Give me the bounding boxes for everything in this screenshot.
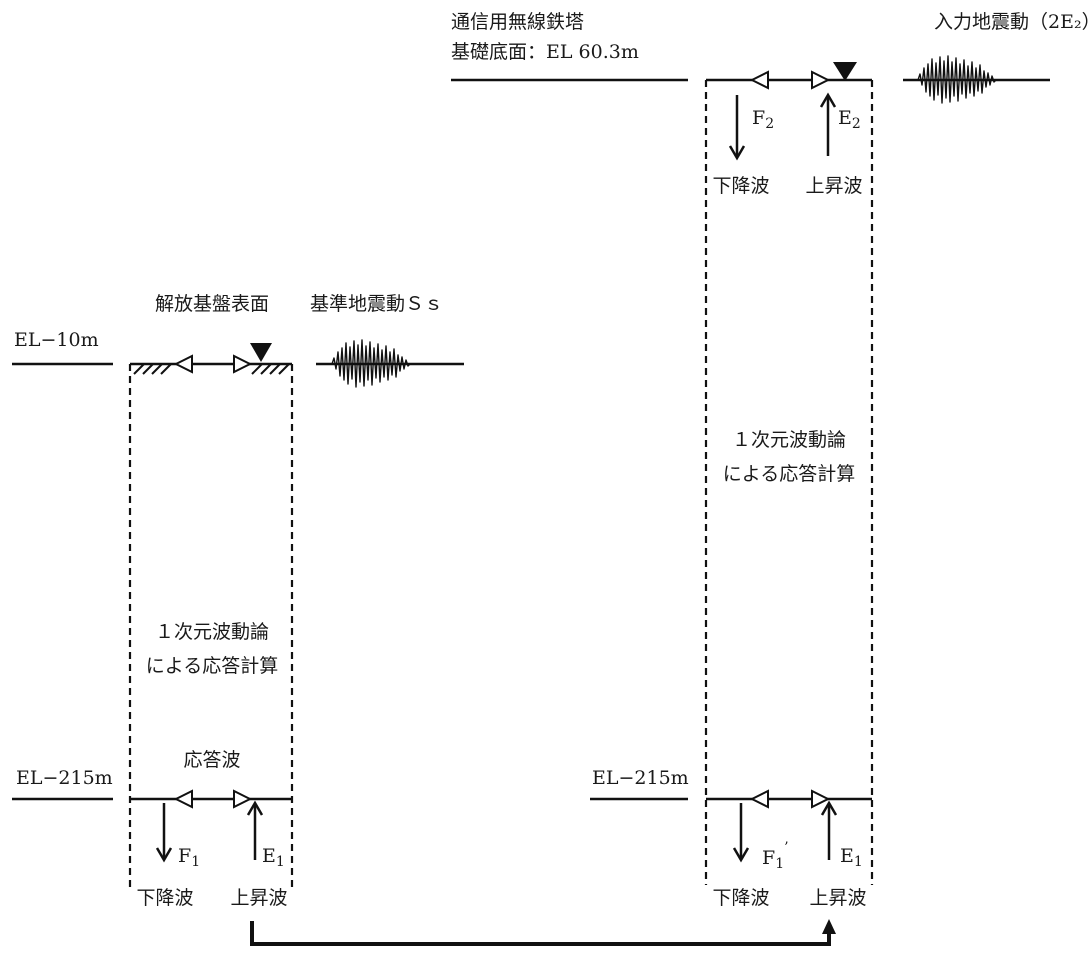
- right-el-bottom-label: EL−215m: [592, 767, 689, 789]
- left-up-symbol-main: E: [262, 845, 276, 867]
- right-top-arrow-right: [811, 70, 831, 90]
- right-bottom-arrow-right: [811, 789, 831, 809]
- left-response-label: 応答波: [183, 749, 240, 771]
- right-tower-label-line1: 通信用無線鉄塔: [451, 11, 584, 33]
- right-top-down-arrow: [728, 95, 746, 161]
- left-down-symbol-sub: 1: [191, 854, 200, 870]
- right-top-arrow-left: [749, 70, 769, 90]
- left-top-arrow-right: [233, 354, 253, 374]
- left-surface-marker: [250, 343, 272, 362]
- right-up-symbol-sub: 1: [854, 854, 863, 870]
- right-top-down-symbol: F2: [752, 107, 774, 132]
- right-column: 通信用無線鉄塔 基礎底面：EL 60.3m 入力地震動（2E₂） F2 E2: [451, 11, 1092, 909]
- right-up-label: 上昇波: [809, 887, 866, 909]
- right-top-up-symbol-sub: 2: [852, 116, 861, 132]
- right-down-arrow: [732, 803, 750, 863]
- right-method-line1: １次元波動論: [732, 429, 846, 451]
- left-up-symbol: E1: [262, 845, 285, 870]
- right-top-up-symbol: E2: [838, 107, 861, 132]
- right-top-up-label: 上昇波: [805, 175, 862, 197]
- left-seismic-waveform: [316, 339, 464, 388]
- right-method-line2: による応答計算: [723, 463, 855, 485]
- right-down-symbol-sub: 1: [775, 856, 784, 872]
- left-bottom-arrow-left: [173, 789, 193, 809]
- transfer-connector-arrow: [250, 919, 836, 946]
- left-top-arrow-left: [173, 354, 193, 374]
- right-input-motion-label: 入力地震動（2E₂）: [934, 11, 1092, 33]
- right-down-label: 下降波: [712, 887, 769, 909]
- left-bottom-arrow-right: [233, 789, 253, 809]
- right-top-up-symbol-main: E: [838, 107, 852, 129]
- right-bottom-arrow-left: [749, 789, 769, 809]
- right-top-down-label: 下降波: [712, 175, 769, 197]
- left-column: 解放基盤表面 基準地震動Ｓｓ EL−10m: [12, 293, 464, 909]
- right-up-symbol: E1: [840, 845, 863, 870]
- right-tower-label-line2: 基礎底面：EL 60.3m: [451, 41, 639, 63]
- left-el-top-label: EL−10m: [14, 329, 99, 351]
- left-surface-hatching: [133, 363, 290, 375]
- left-up-label: 上昇波: [230, 887, 287, 909]
- right-top-down-symbol-main: F: [752, 107, 765, 129]
- left-el-bottom-label: EL−215m: [16, 767, 113, 789]
- left-down-symbol: F1: [178, 845, 200, 870]
- left-surface-label: 解放基盤表面: [155, 293, 269, 315]
- left-up-symbol-sub: 1: [276, 854, 285, 870]
- right-down-symbol: F1’: [762, 840, 789, 872]
- right-seismic-waveform: [903, 55, 1050, 104]
- right-down-symbol-main: F: [762, 847, 775, 869]
- right-up-symbol-main: E: [840, 845, 854, 867]
- left-input-motion-label: 基準地震動Ｓｓ: [310, 293, 443, 315]
- right-up-arrow: [820, 800, 838, 860]
- right-top-up-arrow: [819, 92, 837, 156]
- left-down-symbol-main: F: [178, 845, 191, 867]
- left-method-line1: １次元波動論: [155, 621, 269, 643]
- left-down-label: 下降波: [136, 887, 193, 909]
- right-down-symbol-prime: ’: [784, 840, 788, 856]
- left-down-arrow: [155, 803, 173, 863]
- right-foundation-marker: [833, 62, 857, 81]
- left-up-arrow: [246, 800, 264, 860]
- right-top-down-symbol-sub: 2: [765, 116, 774, 132]
- left-method-line2: による応答計算: [146, 655, 278, 677]
